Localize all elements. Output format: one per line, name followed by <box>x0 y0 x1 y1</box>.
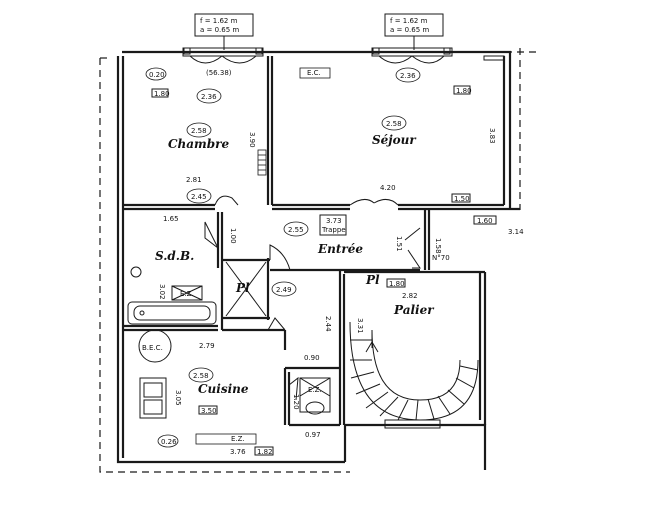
window-label-left-line1: f = 1.62 m <box>200 17 238 25</box>
dim-chambre-width: 2.81 <box>186 176 202 184</box>
height-wc-door: 2.49 <box>276 286 292 294</box>
room-label-chambre: Chambre <box>168 137 229 151</box>
tag-180-top: 1.80 <box>456 87 472 95</box>
annotation-tags: (56.38) 3.73 Trappe N°70 E.C. B.E.C. E.Z… <box>142 69 497 456</box>
tag-180-left: 1.80 <box>154 90 170 98</box>
dim-cuisine-width: 2.79 <box>199 342 215 350</box>
room-label-entree: Entrée <box>317 242 363 256</box>
tag-350: 3.50 <box>201 407 217 415</box>
tag-ec: E.C. <box>307 69 321 77</box>
dim-right-ext: 3.14 <box>508 228 524 236</box>
dim-sdb-width: 1.65 <box>163 215 179 223</box>
dim-entree-c: 1.58 <box>434 238 442 254</box>
window-label-right: f = 1.62 m a = 0.65 m <box>384 13 444 50</box>
tag-ebc: B.E.C. <box>142 344 163 352</box>
dim-wc-side: 1.20 <box>292 394 300 410</box>
window-label-right-line2: a = 0.65 m <box>390 26 429 34</box>
tag-182: 1.82 <box>257 448 273 456</box>
dim-kitchen-corner: 0.26 <box>161 438 177 446</box>
tag-trappe-label: Trappe <box>321 226 346 234</box>
room-label-sejour: Séjour <box>372 133 417 147</box>
dim-wc-b: 0.97 <box>305 431 321 439</box>
dim-wc-depth: 2.44 <box>324 316 332 332</box>
window-opening-left <box>182 47 264 64</box>
dim-sejour-width: 4.20 <box>380 184 396 192</box>
tag-180-right: 1.80 <box>389 280 405 288</box>
tag-ez-kitchen: E.Z. <box>231 435 245 443</box>
tag-top-center: (56.38) <box>206 69 232 77</box>
dim-palier-width: 2.82 <box>402 292 418 300</box>
dim-palier-depth: 3.31 <box>356 318 364 334</box>
dimension-labels: 2.81 3.90 4.20 3.83 1.65 3.02 1.00 1.51 … <box>145 67 524 456</box>
dim-entree-b: 1.51 <box>395 236 403 252</box>
tag-ez-wc: E.Z. <box>308 386 322 394</box>
height-entree: 2.55 <box>288 226 304 234</box>
room-label-pl-1: Pl <box>235 281 250 295</box>
height-bubbles: 2.58 2.58 2.55 2.58 2.45 2.49 2.36 2.36 <box>186 67 421 383</box>
room-label-sdb: S.d.B. <box>155 249 194 263</box>
height-top-left: 2.36 <box>201 93 217 101</box>
window-label-left-line2: a = 0.65 m <box>200 26 239 34</box>
height-cuisine: 2.58 <box>193 372 209 380</box>
tag-150: 1.50 <box>454 195 470 203</box>
dim-cuisine-depth: 3.05 <box>174 390 182 406</box>
spiral-staircase <box>349 321 479 421</box>
dim-chambre-depth: 3.90 <box>248 132 256 148</box>
dim-bottom-width: 3.76 <box>230 448 246 456</box>
room-labels: Chambre Séjour S.d.B. Entrée Cuisine Pal… <box>155 133 435 396</box>
dim-sdb-depth: 3.02 <box>158 284 166 300</box>
tag-number: N°70 <box>432 254 450 262</box>
dim-top-corner: 0.20 <box>149 71 165 79</box>
dim-entree-a: 1.00 <box>229 228 237 244</box>
room-label-palier: Palier <box>393 303 435 317</box>
door-swings <box>204 195 421 401</box>
window-label-right-line1: f = 1.62 m <box>390 17 428 25</box>
tag-trappe-value: 3.73 <box>326 217 342 225</box>
dim-sejour-depth: 3.83 <box>488 128 496 144</box>
window-opening-right <box>371 47 453 64</box>
room-label-cuisine: Cuisine <box>198 382 249 396</box>
tag-ez-sdb: E.Z. <box>180 290 194 298</box>
interior-walls <box>123 56 520 427</box>
room-label-pl-2: Pl <box>365 273 380 287</box>
fixtures <box>127 55 505 445</box>
height-top-right: 2.36 <box>400 72 416 80</box>
window-label-left: f = 1.62 m a = 0.65 m <box>194 13 254 50</box>
height-chambre: 2.58 <box>191 127 207 135</box>
height-sejour: 2.58 <box>386 120 402 128</box>
height-sdb-door: 2.45 <box>191 193 207 201</box>
tag-160: 1.60 <box>477 217 493 225</box>
dim-wc-width: 0.90 <box>304 354 320 362</box>
